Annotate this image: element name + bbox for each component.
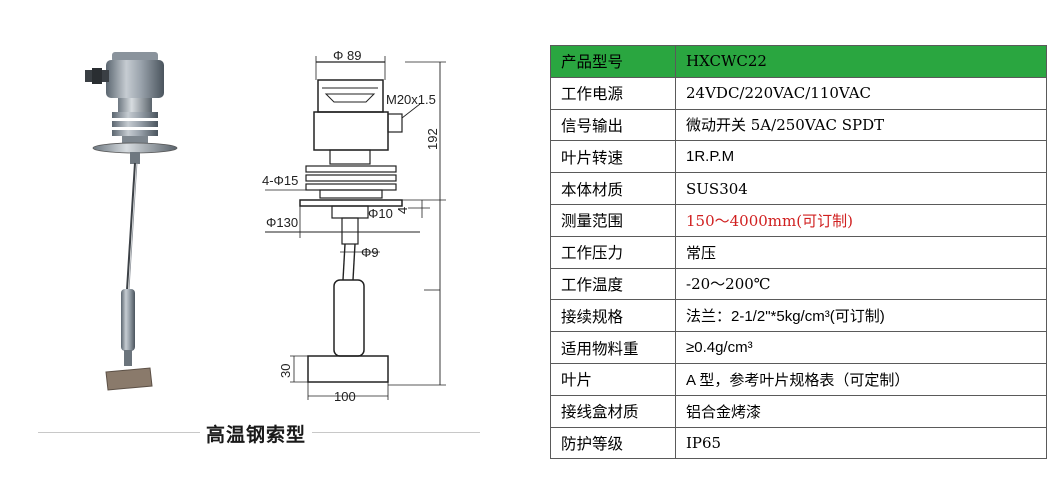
spec-label: 工作压力 [550,235,676,269]
dim-thread-label: M20x1.5 [386,92,436,107]
dim-blade-width-label: 100 [334,389,356,404]
spec-value: HXCWC22 [675,45,1047,78]
spec-row: 工作压力常压 [550,235,1047,269]
dim-top-label: Φ 89 [333,48,361,63]
dim-holes-label: 4-Φ15 [262,173,298,188]
spec-label: 产品型号 [550,45,676,78]
dim-flange-label: Φ130 [266,215,298,230]
spec-row: 信号输出微动开关 5A/250VAC SPDT [550,108,1047,142]
dim-shaft-label: Φ10 [368,206,393,221]
spec-value: 150～4000mm(可订制) [675,203,1047,237]
spec-value: 24VDC/220VAC/110VAC [675,76,1047,110]
spec-label: 工作电源 [550,76,676,110]
spec-label: 叶片 [550,362,676,396]
spec-label: 信号输出 [550,108,676,142]
spec-value: 法兰：2-1/2"*5kg/cm³(可订制) [675,299,1047,333]
spec-label: 测量范围 [550,203,676,237]
spec-value: A 型，参考叶片规格表（可定制） [675,362,1047,396]
spec-row: 接线盒材质铝合金烤漆 [550,394,1047,428]
dim-rope-label: Φ9 [361,245,379,260]
spec-label: 工作温度 [550,267,676,301]
spec-row: 适用物料重≥0.4g/cm³ [550,331,1047,364]
product-photo [85,52,178,391]
spec-value: 微动开关 5A/250VAC SPDT [675,108,1047,142]
dim-height-label: 192 [425,128,440,150]
spec-value: 1R.P.M [675,140,1047,174]
spec-value: -20～200℃ [675,267,1047,301]
spec-label: 接续规格 [550,299,676,333]
spec-value: IP65 [675,426,1047,460]
spec-label: 适用物料重 [550,331,676,364]
product-illustration-panel: Φ 89 M20x1.5 192 4-Φ15 Φ130 Φ10 4 Φ9 30 … [38,48,480,447]
dim-blade-height-label: 30 [278,364,293,378]
dimension-drawing [265,56,446,400]
spec-label: 本体材质 [550,172,676,205]
spec-value: ≥0.4g/cm³ [675,331,1047,364]
spec-value: 铝合金烤漆 [675,394,1047,428]
spec-row: 工作温度-20～200℃ [550,267,1047,301]
spec-value: SUS304 [675,172,1047,205]
product-caption: 高温钢索型 [200,420,313,447]
dim-small-label: 4 [395,207,410,214]
product-drawing: Φ 89 M20x1.5 192 4-Φ15 Φ130 Φ10 4 Φ9 30 … [85,48,446,404]
spec-value: 常压 [675,235,1047,269]
spec-label: 防护等级 [550,426,676,460]
spec-label: 叶片转速 [550,140,676,174]
spec-row: 接续规格法兰：2-1/2"*5kg/cm³(可订制) [550,299,1047,333]
spec-label: 接线盒材质 [550,394,676,428]
